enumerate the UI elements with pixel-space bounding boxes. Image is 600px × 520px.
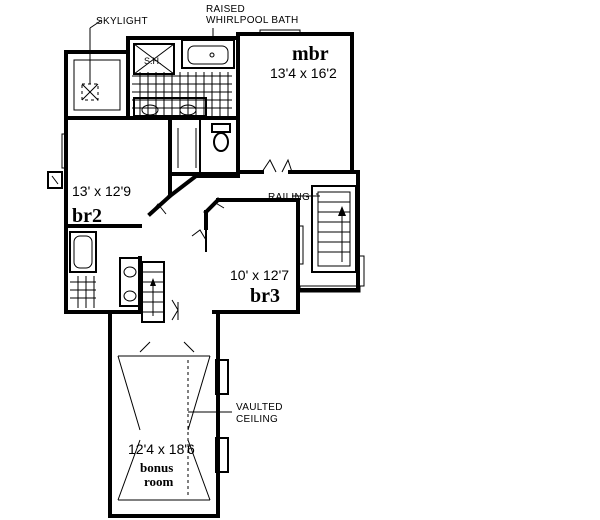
hall: [167, 174, 240, 215]
stair-center: [141, 261, 179, 323]
room-br2: [47, 116, 172, 228]
mbr-dims: 13'4 x 16'2: [270, 65, 337, 81]
master-bath: [126, 28, 240, 120]
ceiling-label: CEILING: [236, 414, 278, 425]
stair-right: [296, 170, 365, 293]
shower-label: S.H.: [144, 56, 162, 66]
railing-label: RAILING: [268, 192, 310, 203]
br2-dims: 13' x 12'9: [72, 183, 131, 199]
raised-label: RAISED: [206, 4, 245, 15]
br3-dims: 10' x 12'7: [230, 267, 289, 283]
vaulted-label: VAULTED: [236, 402, 283, 413]
skylight-area: [64, 19, 130, 120]
hall-bath: [64, 224, 142, 314]
whirlpool-bath-label: WHIRLPOOL BATH: [206, 15, 299, 26]
br2-name: br2: [72, 205, 102, 227]
room-bonus: [108, 310, 232, 518]
room-br3: [191, 198, 304, 314]
bonus-name-line2: room: [144, 474, 174, 489]
bonus-dims: 12'4 x 18'6: [128, 441, 195, 457]
skylight-label: SKYLIGHT: [96, 16, 148, 27]
room-mbr: [236, 29, 354, 174]
tile-floor: [132, 72, 232, 116]
closet-and-wc: [168, 116, 240, 176]
br3-name: br3: [250, 285, 280, 307]
bonus-name-line1: bonus: [140, 460, 173, 475]
mbr-name: mbr: [292, 43, 329, 65]
